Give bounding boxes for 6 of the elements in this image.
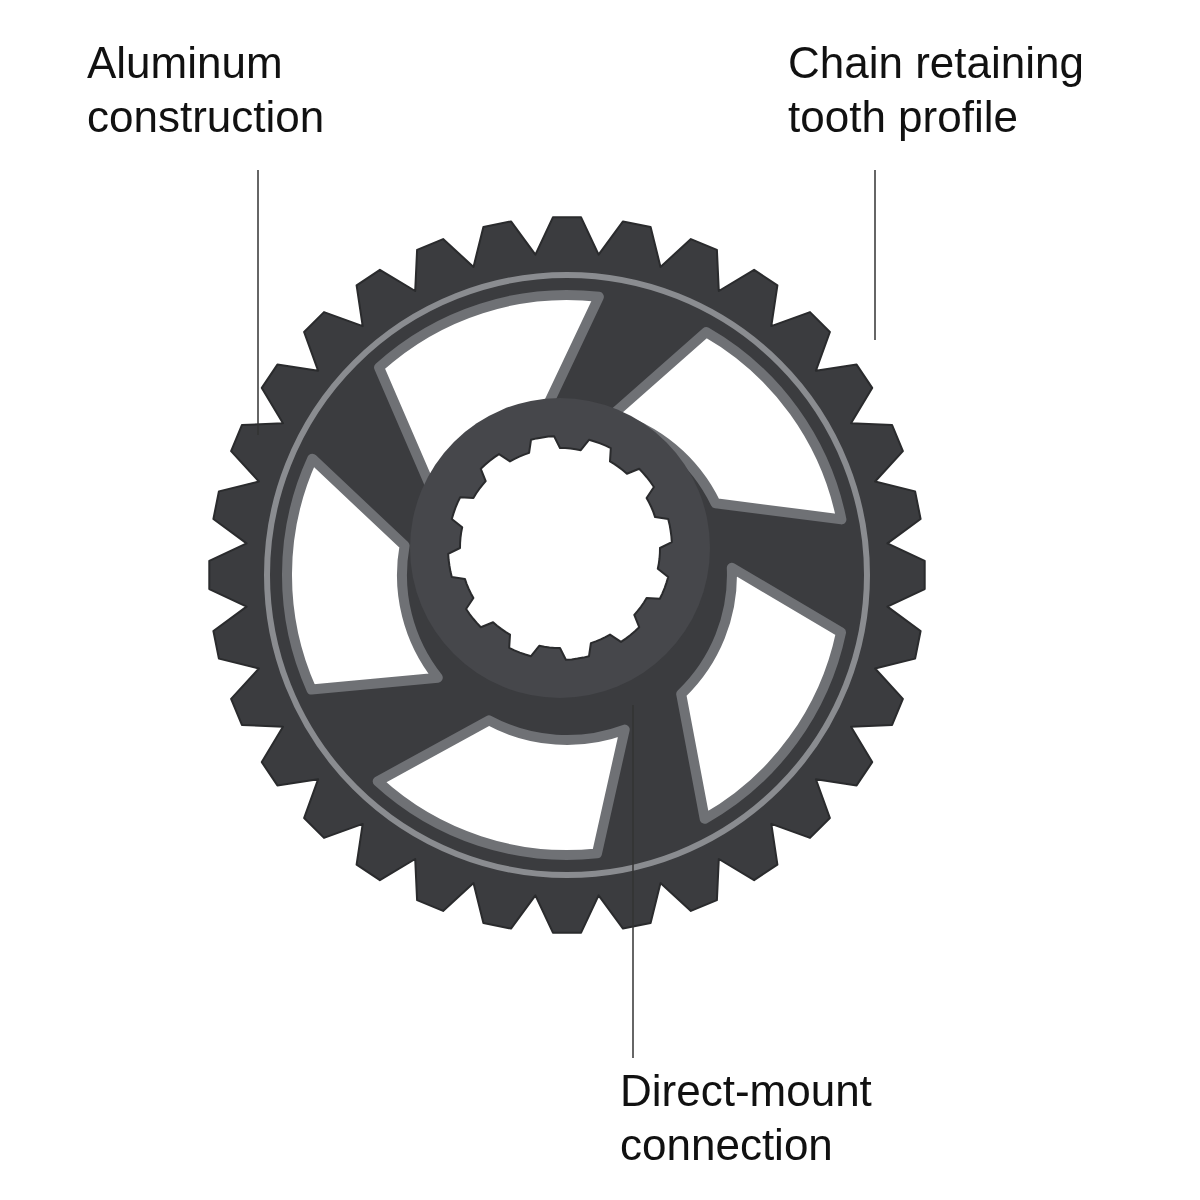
callout-label: Chain retaining tooth profile: [788, 36, 1128, 144]
leader-line: [632, 704, 634, 1059]
leader-line: [874, 169, 876, 341]
callout-label: Aluminum construction: [87, 36, 427, 144]
leader-line: [257, 169, 259, 436]
callout-label: Direct-mount connection: [620, 1064, 960, 1172]
